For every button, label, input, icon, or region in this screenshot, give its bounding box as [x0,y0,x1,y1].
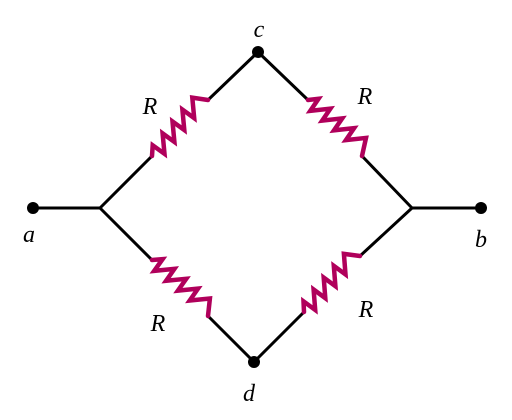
resistor-upper-left-label: R [142,94,158,120]
resistor-lower-left-label: R [150,311,166,337]
wire-lower-right-resistor-to-right-junction [358,206,414,258]
node-d-label: d [243,381,256,407]
nodes [27,46,487,368]
resistor-upper-right [305,96,369,159]
wire-c-to-upper-right-resistor [256,50,310,102]
node-a-label: a [23,222,35,248]
wire-left-junction-to-lower-left-resistor [98,206,154,262]
resistor-lower-right-label: R [358,297,374,323]
node-b-label: b [475,227,487,253]
resistor-lower-left [149,256,213,319]
wire-d-to-lower-right-resistor [252,310,306,364]
resistor-upper-right-label: R [357,84,373,110]
node-c-label: c [254,17,265,43]
wire-lower-left-resistor-to-d [206,314,256,364]
node-c-dot [252,46,264,58]
resistor-lower-right [301,251,363,315]
wire-upper-right-resistor-to-right-junction [360,154,414,210]
labels: a b c d R R R R [23,17,487,407]
node-d-dot [248,356,260,368]
node-b-dot [475,202,487,214]
resistor-upper-left [149,95,211,159]
wire-left-junction-to-upper-left-resistor [98,154,154,210]
node-a-dot [27,202,39,214]
resistors [149,95,369,319]
wires [31,50,483,364]
wire-upper-left-resistor-to-c [206,50,260,102]
